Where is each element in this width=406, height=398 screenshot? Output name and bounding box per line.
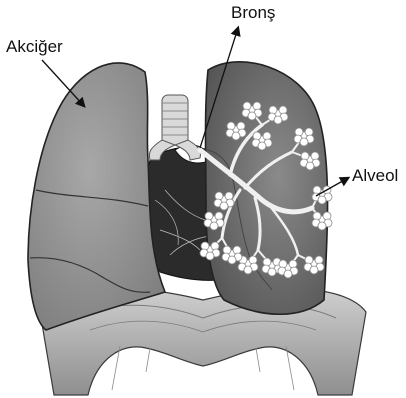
lung-label: Akciğer — [6, 37, 63, 57]
alveolus-sac — [300, 138, 308, 146]
left-lung — [28, 63, 165, 330]
alveolus-sac — [232, 132, 240, 140]
alveolus-sac — [228, 256, 236, 264]
bronchus-label: Bronş — [231, 3, 275, 23]
right-lung — [200, 62, 328, 314]
alveolus-sac — [210, 222, 218, 230]
alveolus-sac — [268, 268, 276, 276]
alveolus-sac — [206, 252, 214, 260]
alveolus-sac — [318, 222, 326, 230]
alveolus-sac — [306, 162, 314, 170]
alveolus-sac — [310, 266, 318, 274]
alveolus-sac — [248, 112, 256, 120]
alveolus-sac — [258, 142, 266, 150]
alveolus-sac — [274, 116, 282, 124]
alveolus-sac — [244, 266, 252, 274]
alveolus-label: Alveol — [352, 166, 398, 186]
alveolus-sac — [220, 202, 228, 210]
alveolus-sac — [284, 270, 292, 278]
alveolus-sac — [318, 196, 326, 204]
